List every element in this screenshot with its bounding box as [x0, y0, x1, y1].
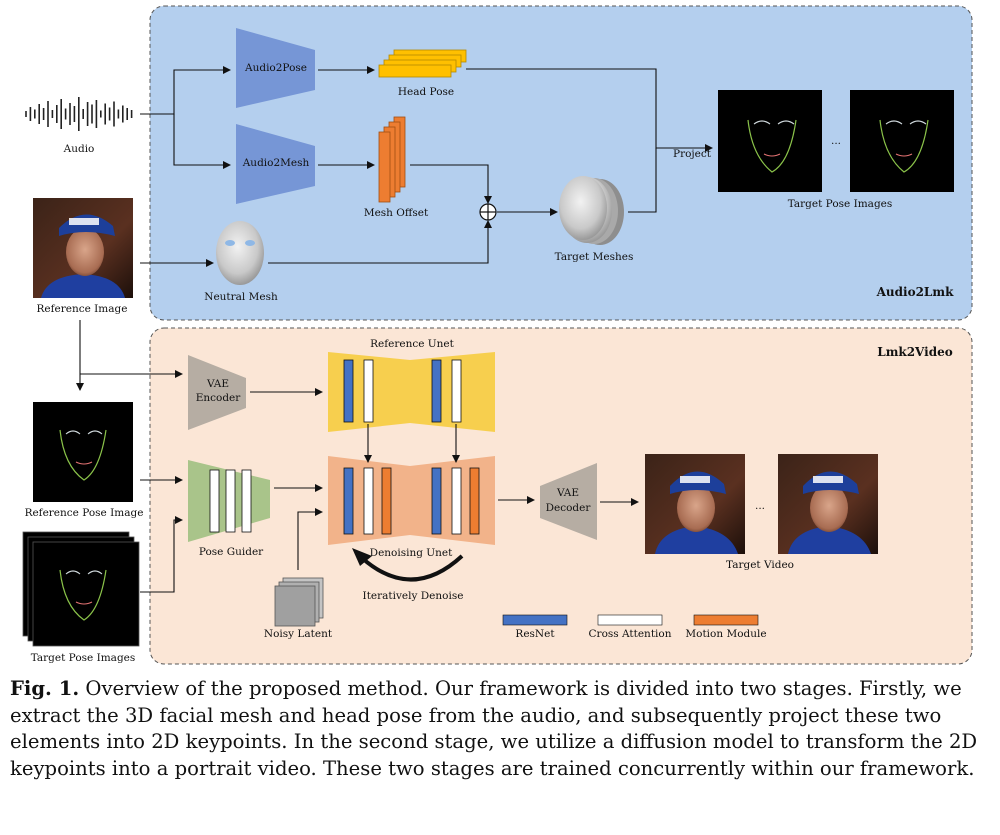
- audio2pose-label: Audio2Pose: [245, 62, 307, 74]
- legend-swatch-resnet: [502, 614, 568, 626]
- diagram: Audio Reference Image Audio2Pose Audio2M…: [22, 5, 973, 665]
- target-pose-images-label-2: Target Pose Images: [30, 652, 136, 664]
- project-label: Project: [673, 148, 711, 160]
- figure-label: Fig. 1.: [10, 677, 80, 700]
- target-video-label: Target Video: [726, 559, 794, 571]
- target-meshes-icon: [559, 176, 624, 245]
- vae-decoder-block: [540, 463, 597, 540]
- legend-label-motion-module: Motion Module: [685, 628, 767, 640]
- pose-guider-layers: [209, 469, 252, 533]
- denoising-unet-label: Denoising Unet: [369, 547, 453, 559]
- iteratively-denoise-label: Iteratively Denoise: [362, 590, 464, 602]
- audio2mesh-label: Audio2Mesh: [242, 157, 310, 169]
- caption-text: Overview of the proposed method. Our fra…: [10, 677, 978, 780]
- target-pose-image-2: [850, 90, 954, 192]
- legend-label-cross-attention: Cross Attention: [588, 628, 672, 640]
- legend-label-resnet: ResNet: [515, 628, 555, 640]
- head-pose-feature-stack: [378, 49, 467, 78]
- reference-pose-image: [33, 402, 133, 502]
- iteratively-denoise-arrow: [360, 554, 464, 582]
- vae-decoder-line2: Decoder: [545, 502, 591, 514]
- mesh-offset-feature-stack: [378, 116, 406, 203]
- mesh-offset-label: Mesh Offset: [363, 207, 429, 219]
- vae-encoder-line1: VAE: [206, 378, 230, 390]
- pose-guider-label: Pose Guider: [198, 546, 264, 558]
- add-operation-icon: [479, 203, 497, 221]
- reference-image: [33, 198, 133, 298]
- reference-unet-label: Reference Unet: [370, 338, 454, 350]
- neutral-mesh-label: Neutral Mesh: [204, 291, 278, 303]
- stage1-title: Audio2Lmk: [876, 285, 954, 299]
- audio2mesh-block: [236, 124, 315, 204]
- stage1-ellipsis: ...: [830, 135, 841, 147]
- noisy-latent-icon: [274, 577, 324, 627]
- vae-encoder-block: [188, 355, 246, 430]
- audio-waveform-icon: [25, 97, 133, 131]
- figure-caption: Fig. 1. Overview of the proposed method.…: [10, 676, 994, 782]
- audio-label: Audio: [63, 143, 95, 155]
- stage1-connectors: [140, 66, 713, 267]
- reference-image-label: Reference Image: [36, 303, 128, 315]
- diagram-canvas: [22, 5, 973, 665]
- head-pose-label: Head Pose: [397, 86, 455, 98]
- target-pose-images-stack: [22, 531, 140, 647]
- target-video-frame-2: [778, 454, 878, 554]
- reference-pose-image-label: Reference Pose Image: [24, 507, 144, 519]
- stage2-title: Lmk2Video: [877, 345, 953, 359]
- stage2-ellipsis: ...: [754, 500, 765, 512]
- audio2pose-block: [236, 28, 315, 108]
- target-pose-images-label-1: Target Pose Images: [787, 198, 893, 210]
- stage1-panel: [149, 5, 973, 321]
- legend-swatch-motion-module: [693, 614, 759, 626]
- neutral-mesh-icon: [216, 221, 264, 285]
- noisy-latent-label: Noisy Latent: [263, 628, 333, 640]
- vae-decoder-line1: VAE: [556, 487, 580, 499]
- vae-encoder-line2: Encoder: [195, 392, 241, 404]
- target-video-frame-1: [645, 454, 745, 554]
- legend-swatch-cross-attention: [597, 614, 663, 626]
- target-pose-image-1: [718, 90, 822, 192]
- target-meshes-label: Target Meshes: [554, 251, 634, 263]
- stage2-connectors: [76, 320, 639, 593]
